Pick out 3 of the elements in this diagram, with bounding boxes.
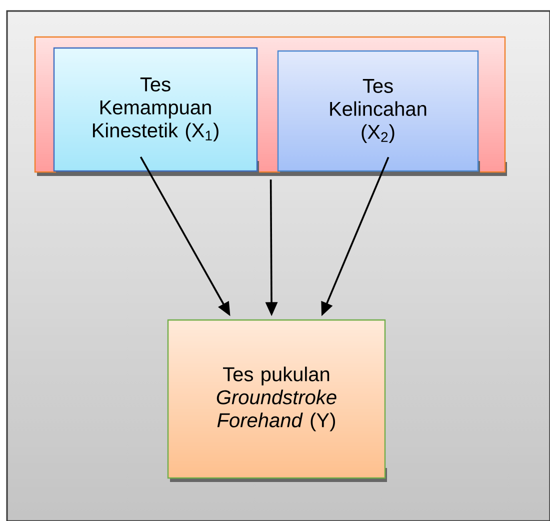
variable-box: Tes Kemampuan Kinestetik (X$_{1}$) [53,47,259,175]
variable-box: Tes Kelincahan (X$_{2}$) [277,50,480,175]
outcome-box: Tes pukulan Groundstroke Forehand (Y) [167,319,387,482]
